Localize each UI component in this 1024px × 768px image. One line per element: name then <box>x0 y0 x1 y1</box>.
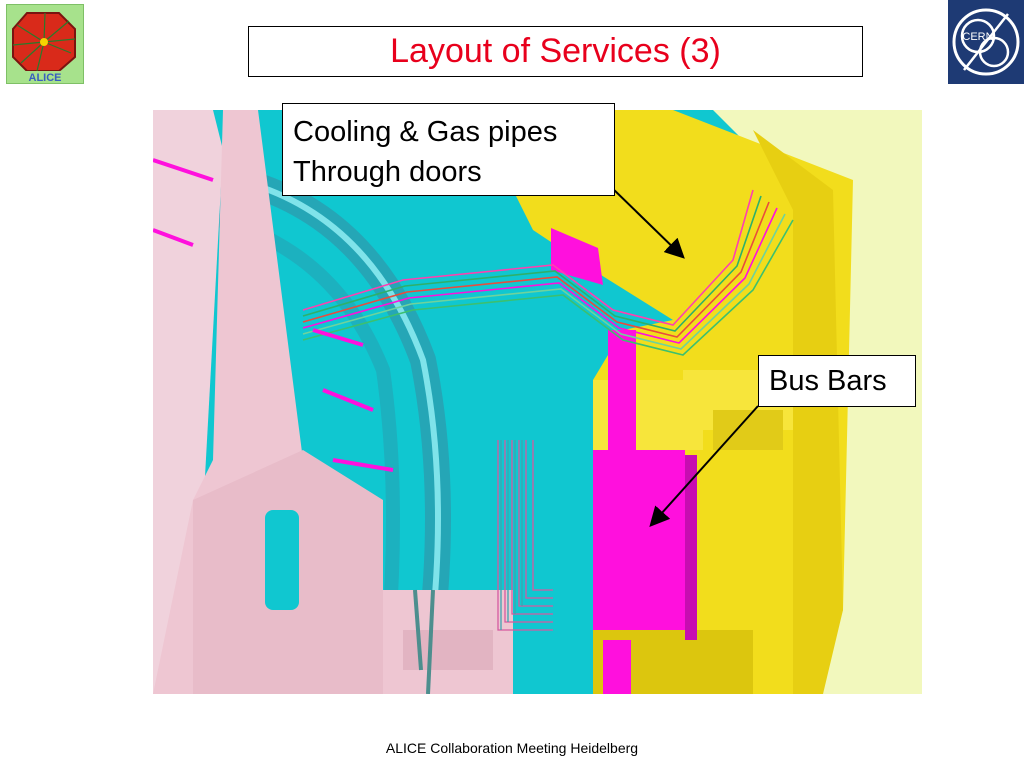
detector-cad-image <box>153 110 922 694</box>
slide-title-box: Layout of Services (3) <box>248 26 863 77</box>
alice-logo: ALICE <box>6 4 84 84</box>
cooling-callout-line2: Through doors <box>293 156 482 188</box>
busbars-callout-label: Bus Bars <box>769 365 887 397</box>
cooling-gas-callout: Cooling & Gas pipes Through doors <box>282 103 615 196</box>
cern-logo: CERN <box>948 0 1024 84</box>
alice-logo-icon: ALICE <box>11 12 79 84</box>
svg-text:ALICE: ALICE <box>29 72 62 83</box>
bus-bars-callout: Bus Bars <box>758 355 916 407</box>
cern-logo-icon: CERN <box>952 8 1020 76</box>
svg-text:CERN: CERN <box>962 31 993 43</box>
slide-footer: ALICE Collaboration Meeting Heidelberg <box>385 740 639 756</box>
cooling-callout-line1: Cooling & Gas pipes <box>293 116 558 148</box>
slide-title: Layout of Services (3) <box>390 32 721 70</box>
services-layout-rendering <box>153 110 922 694</box>
